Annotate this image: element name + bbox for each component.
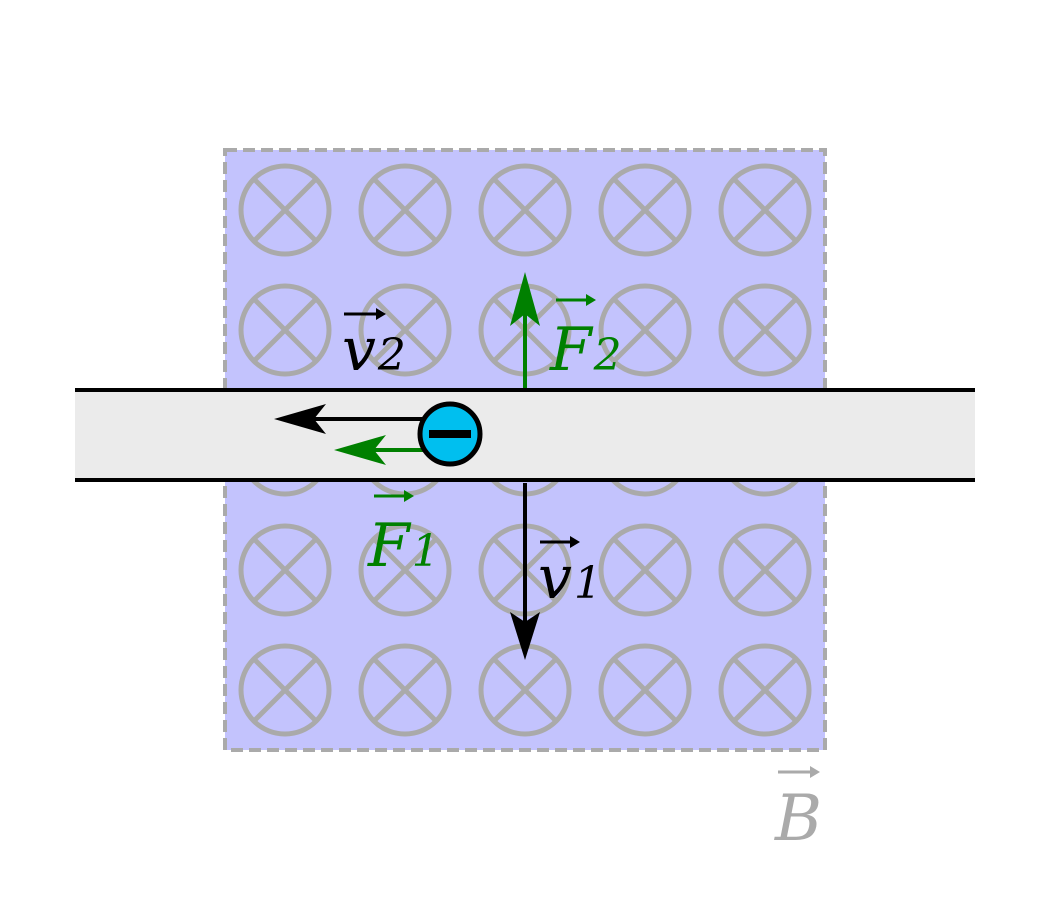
label-v2: v2 xyxy=(342,308,406,385)
electron xyxy=(417,401,483,467)
label-f1: F1 xyxy=(367,490,440,581)
field-into-page-icon xyxy=(598,523,692,617)
vector-arrow-icon xyxy=(540,536,580,548)
field-into-page-icon xyxy=(718,163,812,257)
label-v1: v1 xyxy=(538,536,602,613)
field-into-page-icon xyxy=(478,163,572,257)
vector-arrow-icon xyxy=(344,308,386,320)
field-into-page-icon xyxy=(598,643,692,737)
field-into-page-icon xyxy=(718,523,812,617)
force-f2-arrow xyxy=(510,272,540,388)
velocity-v2-arrow xyxy=(274,404,425,434)
vector-arrow-icon xyxy=(374,490,414,502)
vector-arrow-icon xyxy=(556,294,596,306)
label-b: B xyxy=(774,766,822,856)
svg-text:v1: v1 xyxy=(538,543,602,613)
field-into-page-icon xyxy=(598,163,692,257)
force-f1-arrow xyxy=(334,435,425,465)
field-into-page-icon xyxy=(238,163,332,257)
field-into-page-icon xyxy=(238,523,332,617)
svg-text:B: B xyxy=(774,782,822,856)
field-into-page-icon xyxy=(718,643,812,737)
svg-text:F1: F1 xyxy=(367,511,440,581)
label-f2: F2 xyxy=(549,294,622,385)
field-into-page-icon xyxy=(238,643,332,737)
field-into-page-icon xyxy=(598,283,692,377)
svg-text:F2: F2 xyxy=(549,315,622,385)
svg-text:v2: v2 xyxy=(342,315,406,385)
field-into-page-icon xyxy=(358,523,452,617)
velocity-v1-arrow xyxy=(510,483,540,660)
field-into-page-icon xyxy=(358,163,452,257)
field-into-page-icon xyxy=(718,283,812,377)
vector-arrow-icon xyxy=(778,766,820,778)
field-into-page-icon xyxy=(238,283,332,377)
conductor-strip xyxy=(75,390,975,480)
field-into-page-icon xyxy=(358,283,452,377)
field-into-page-icon xyxy=(358,643,452,737)
